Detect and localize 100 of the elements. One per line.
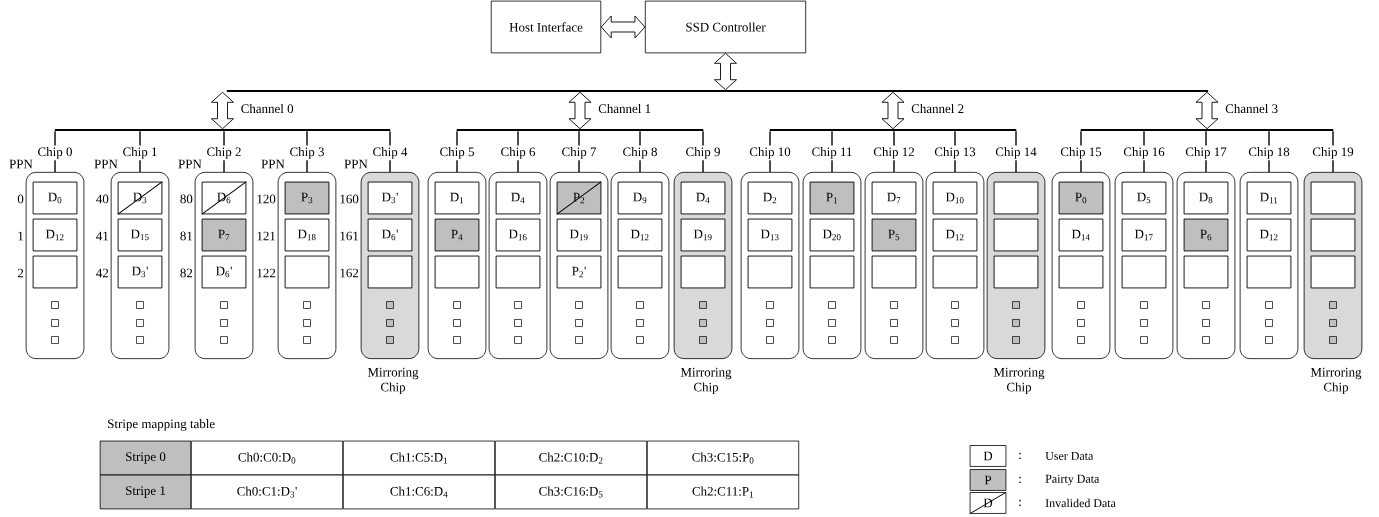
ppn-label: PPN [178, 159, 202, 169]
page-box: D$_{20}$ [809, 218, 855, 252]
chip-label: Chip 2 [205, 145, 243, 161]
legend-sample: D [969, 445, 1007, 467]
page-box: D$_{14}$ [1058, 218, 1104, 252]
page-box [617, 255, 663, 289]
table-cell: Ch1:C6:D$_{4}$ [342, 474, 496, 510]
page-box [1310, 181, 1356, 215]
page-box: P$_{6}$ [1183, 218, 1229, 252]
page-box: P$_{5}$ [871, 218, 917, 252]
page-box: D$_{16}$ [495, 218, 541, 252]
double-arrow [881, 91, 905, 130]
page-box: P$_{1}$ [809, 181, 855, 215]
page-box [1058, 255, 1104, 289]
page-box: D$_{4}$ [495, 181, 541, 215]
chip-label: Chip 16 [1121, 145, 1167, 161]
ppn-number: 82 [180, 268, 193, 278]
page-box: D$_{8}$ [1183, 181, 1229, 215]
page-box: D$_{11}$ [1246, 181, 1292, 215]
chip-label: Chip 17 [1183, 145, 1229, 161]
page-box: P$_{4}$ [434, 218, 480, 252]
page-box [495, 255, 541, 289]
page-box: D$_{5}$ [1121, 181, 1167, 215]
bus-line [456, 128, 704, 132]
page-box: D$_{6}$ [201, 181, 247, 215]
chip-label: Chip 15 [1058, 145, 1104, 161]
chip-label: Chip 6 [499, 145, 537, 161]
page-box: D$_{12}$ [1246, 218, 1292, 252]
page-box [993, 255, 1039, 289]
legend-text: Invalided Data [1045, 498, 1116, 508]
page-box [993, 181, 1039, 215]
chip-caption: Mirroring Chip [367, 367, 419, 395]
page-box [871, 255, 917, 289]
page-box: D$_{10}$ [932, 181, 978, 215]
table-cell: Ch2:C10:D$_{2}$ [494, 440, 648, 476]
chip-label: Chip 13 [932, 145, 978, 161]
page-box: D$_{3}$' [117, 255, 163, 289]
chip-label: Chip 11 [810, 145, 854, 161]
ppn-number: 2 [17, 268, 24, 278]
chip-label: Chip 8 [621, 145, 659, 161]
page-box: D$_{9}$ [617, 181, 663, 215]
page-box: P$_{2}$' [556, 255, 602, 289]
page-box: D$_{7}$ [871, 181, 917, 215]
bus-line [769, 128, 1017, 132]
channel-label: Channel 2 [910, 102, 966, 115]
page-box: D$_{12}$ [32, 218, 78, 252]
chip-label: Chip 9 [684, 145, 722, 161]
table-cell: Ch0:C0:D$_{0}$ [190, 440, 344, 476]
bus-line [226, 89, 1209, 93]
page-box: D$_{19}$ [556, 218, 602, 252]
bus-line [54, 128, 391, 132]
ppn-number: 161 [340, 231, 359, 241]
page-box: P$_{3}$ [284, 181, 330, 215]
double-arrow [714, 52, 737, 91]
channel-label: Channel 0 [239, 102, 295, 115]
double-arrow [568, 91, 592, 130]
page-box: P$_{0}$ [1058, 181, 1104, 215]
table-cell: Ch0:C1:D$_{3}$' [190, 474, 344, 510]
ppn-label: PPN [94, 159, 118, 169]
page-box [1121, 255, 1167, 289]
page-box [1310, 255, 1356, 289]
table-cell: Ch1:C5:D$_{1}$ [342, 440, 496, 476]
chip-label: Chip 3 [288, 145, 326, 161]
chip-caption: Mirroring Chip [680, 367, 732, 395]
page-box [1310, 218, 1356, 252]
page-box: D$_{0}$ [32, 181, 78, 215]
chip-label: Chip 18 [1246, 145, 1292, 161]
channel-label: Channel 1 [597, 102, 653, 115]
page-box: D$_{13}$ [747, 218, 793, 252]
ppn-label: PPN [9, 159, 33, 169]
chip-label: Chip 0 [36, 145, 74, 161]
ppn-number: 122 [257, 268, 276, 278]
page-box: D$_{3}$ [117, 181, 163, 215]
ppn-number: 1 [18, 231, 24, 241]
page-box [32, 255, 78, 289]
colon: : [1019, 452, 1021, 460]
row-header: Stripe 0 [99, 440, 192, 476]
page-box: D$_{6}$' [367, 218, 413, 252]
page-box: D$_{12}$ [932, 218, 978, 252]
table-title: Stripe mapping table [108, 419, 215, 431]
table-cell: Ch3:C15:P$_{0}$ [646, 440, 800, 476]
colon: : [1019, 499, 1021, 507]
chip-label: Chip 1 [121, 145, 159, 161]
ppn-number: 41 [96, 231, 109, 241]
table-cell: Ch2:C11:P$_{1}$ [646, 474, 800, 510]
bus-line [1080, 128, 1334, 132]
component-box: Host Interface [490, 0, 602, 54]
page-box [284, 255, 330, 289]
chip-label: Chip 19 [1310, 145, 1356, 161]
table-cell: Ch3:C16:D$_{5}$ [494, 474, 648, 510]
chip-label: Chip 4 [371, 145, 409, 161]
component-box: SSD Controller [644, 0, 807, 54]
page-box [367, 255, 413, 289]
page-box [1246, 255, 1292, 289]
double-arrow [1195, 91, 1219, 130]
page-box [993, 218, 1039, 252]
ppn-number: 80 [180, 194, 193, 204]
ppn-label: PPN [261, 159, 285, 169]
channel-label: Channel 3 [1224, 102, 1280, 115]
ppn-number: 40 [96, 194, 109, 204]
